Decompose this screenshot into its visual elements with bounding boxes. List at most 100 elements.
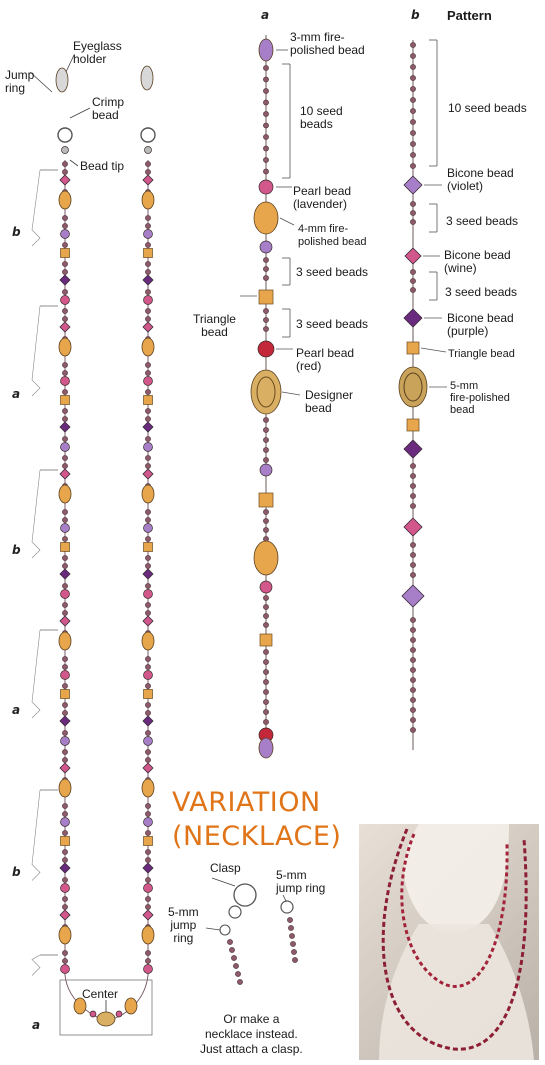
seed-bead	[263, 100, 268, 105]
oval-bead	[142, 191, 154, 209]
pattern-b-strand	[399, 40, 427, 750]
round-bead	[258, 341, 274, 357]
guide-line	[282, 392, 300, 395]
seed-bead	[263, 669, 268, 674]
seed-bead	[263, 257, 268, 262]
seed-bead	[263, 699, 268, 704]
seed-bead	[145, 261, 150, 266]
seed-beads-10-b-label: 10 seed beads	[448, 102, 527, 115]
bicone-bead	[60, 569, 70, 579]
seed-bead	[263, 604, 268, 609]
triangle-bead	[61, 837, 70, 846]
round-bead	[61, 443, 70, 452]
seed-bead	[62, 749, 67, 754]
round-bead	[144, 965, 153, 974]
seed-bead	[291, 949, 296, 954]
seed-bead	[410, 667, 415, 672]
segment-label-b3: b	[12, 865, 21, 879]
seed-bead	[145, 169, 150, 174]
seed-bead	[263, 275, 268, 280]
seed-bead	[288, 925, 293, 930]
seed-bead	[62, 730, 67, 735]
bicone-bead	[60, 322, 70, 332]
round-bead	[144, 737, 153, 746]
triangle-bead	[61, 249, 70, 258]
seed-bead	[145, 463, 150, 468]
segment-label-b1: b	[12, 225, 21, 239]
variation-subtitle: (NECKLACE)	[172, 822, 341, 852]
seed-bead	[62, 261, 67, 266]
seed-beads-3-a1-label: 3 seed beads	[296, 266, 368, 279]
oval-bead	[259, 39, 273, 61]
bicone-bead	[143, 716, 153, 726]
fire-polished-3mm-label: 3-mm fire- polished bead	[290, 31, 365, 57]
bicone-bead	[143, 616, 153, 626]
seed-bead	[410, 219, 415, 224]
seed-bead	[263, 595, 268, 600]
oval-bead	[59, 191, 71, 209]
bicone-bead	[143, 910, 153, 920]
oval-bead	[59, 926, 71, 944]
seed-bead	[410, 287, 415, 292]
bicone-bead	[404, 440, 422, 458]
round-bead	[144, 884, 153, 893]
bicone-bead	[143, 763, 153, 773]
bicone-bead	[402, 585, 424, 607]
triangle-bead-a-label: Triangle bead	[193, 313, 236, 339]
seed-bead	[145, 803, 150, 808]
seed-bead	[410, 473, 415, 478]
fire-polished-5mm-label: 5-mm fire-polished bead	[450, 380, 510, 416]
guide-line	[421, 348, 446, 352]
seed-bead	[145, 308, 150, 313]
bicone-bead	[60, 469, 70, 479]
seed-bead	[263, 123, 268, 128]
bicone-bead	[404, 176, 422, 194]
triangle-bead	[407, 419, 419, 431]
seed-bead	[145, 370, 150, 375]
seed-bead	[292, 957, 297, 962]
oval-bead	[59, 779, 71, 797]
seed-bead	[410, 75, 415, 80]
seed-bead	[145, 730, 150, 735]
seed-bead	[145, 161, 150, 166]
seed-bead	[62, 702, 67, 707]
seed-bead	[62, 555, 67, 560]
seed-bead	[410, 463, 415, 468]
seed-bead	[145, 749, 150, 754]
seed-bead	[410, 503, 415, 508]
jump-ring-right	[281, 901, 293, 913]
seed-bead	[145, 877, 150, 882]
seed-bead	[263, 65, 268, 70]
seed-bead	[263, 622, 268, 627]
seed-bead	[237, 979, 242, 984]
pattern-a-strand	[251, 35, 281, 758]
seed-beads-3-a2-label: 3 seed beads	[296, 318, 368, 331]
round-bead	[144, 671, 153, 680]
seed-bead	[62, 656, 67, 661]
seed-bead	[62, 583, 67, 588]
seed-beads-3-b1-label: 3 seed beads	[446, 215, 518, 228]
triangle-bead	[259, 290, 273, 304]
seed-bead	[62, 370, 67, 375]
bicone-bead	[405, 248, 421, 264]
round-bead	[144, 818, 153, 827]
seed-bead	[263, 326, 268, 331]
oval-bead	[142, 632, 154, 650]
guide-line	[283, 895, 286, 901]
seed-bead	[263, 266, 268, 271]
seed-bead	[145, 563, 150, 568]
seed-bead	[145, 223, 150, 228]
seed-bead	[145, 583, 150, 588]
bicone-violet-label: Bicone bead (violet)	[447, 167, 514, 193]
oval-bead	[59, 632, 71, 650]
seed-bead	[263, 317, 268, 322]
seed-bead	[263, 659, 268, 664]
seed-bead	[145, 242, 150, 247]
seed-bead	[410, 53, 415, 58]
seed-bead	[145, 509, 150, 514]
bicone-bead	[143, 275, 153, 285]
seed-bead	[263, 146, 268, 151]
necklace-photo-art	[359, 824, 539, 1060]
seed-bead	[263, 437, 268, 442]
necklace-photo	[359, 824, 539, 1060]
